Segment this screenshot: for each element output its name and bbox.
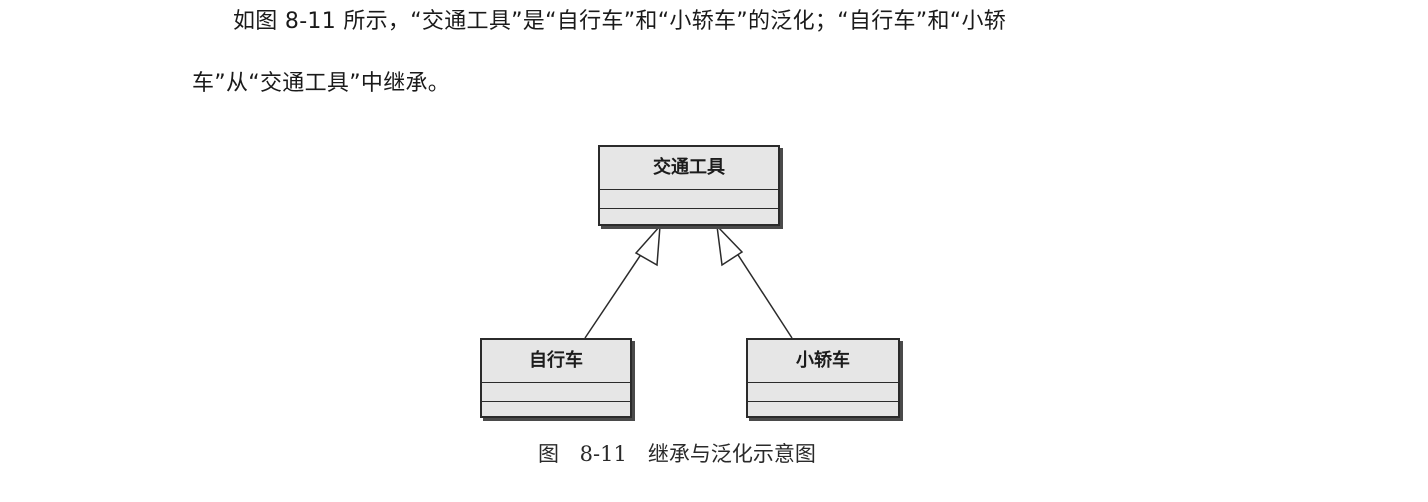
- class-box-vehicle: 交通工具: [598, 145, 780, 226]
- paragraph-line-1: 如图 8-11 所示，“交通工具”是“自行车”和“小轿车”的泛化；“自行车”和“…: [233, 9, 1007, 34]
- class-attributes-compartment: [600, 190, 778, 209]
- class-name: 自行车: [482, 340, 630, 383]
- uml-inheritance-diagram: 交通工具 自行车 小轿车: [470, 138, 910, 428]
- class-attributes-compartment: [748, 383, 898, 402]
- class-operations-compartment: [748, 402, 898, 419]
- class-box-bicycle: 自行车: [480, 338, 632, 418]
- class-box-car: 小轿车: [746, 338, 900, 418]
- generalization-line-left: [584, 240, 651, 339]
- class-attributes-compartment: [482, 383, 630, 402]
- class-operations-compartment: [482, 402, 630, 419]
- generalization-connectors: [584, 223, 793, 339]
- paragraph-line-2: 车”从“交通工具”中继承。: [192, 71, 451, 96]
- generalization-line-right: [728, 240, 793, 339]
- class-name: 交通工具: [600, 147, 778, 190]
- class-name: 小轿车: [748, 340, 898, 383]
- generalization-arrowhead-right: [715, 223, 744, 267]
- generalization-arrowhead-left: [634, 223, 661, 267]
- class-operations-compartment: [600, 209, 778, 226]
- figure-caption: 图 8-11 继承与泛化示意图: [538, 442, 816, 466]
- body-paragraph: 如图 8-11 所示，“交通工具”是“自行车”和“小轿车”的泛化；“自行车”和“…: [0, 0, 1428, 110]
